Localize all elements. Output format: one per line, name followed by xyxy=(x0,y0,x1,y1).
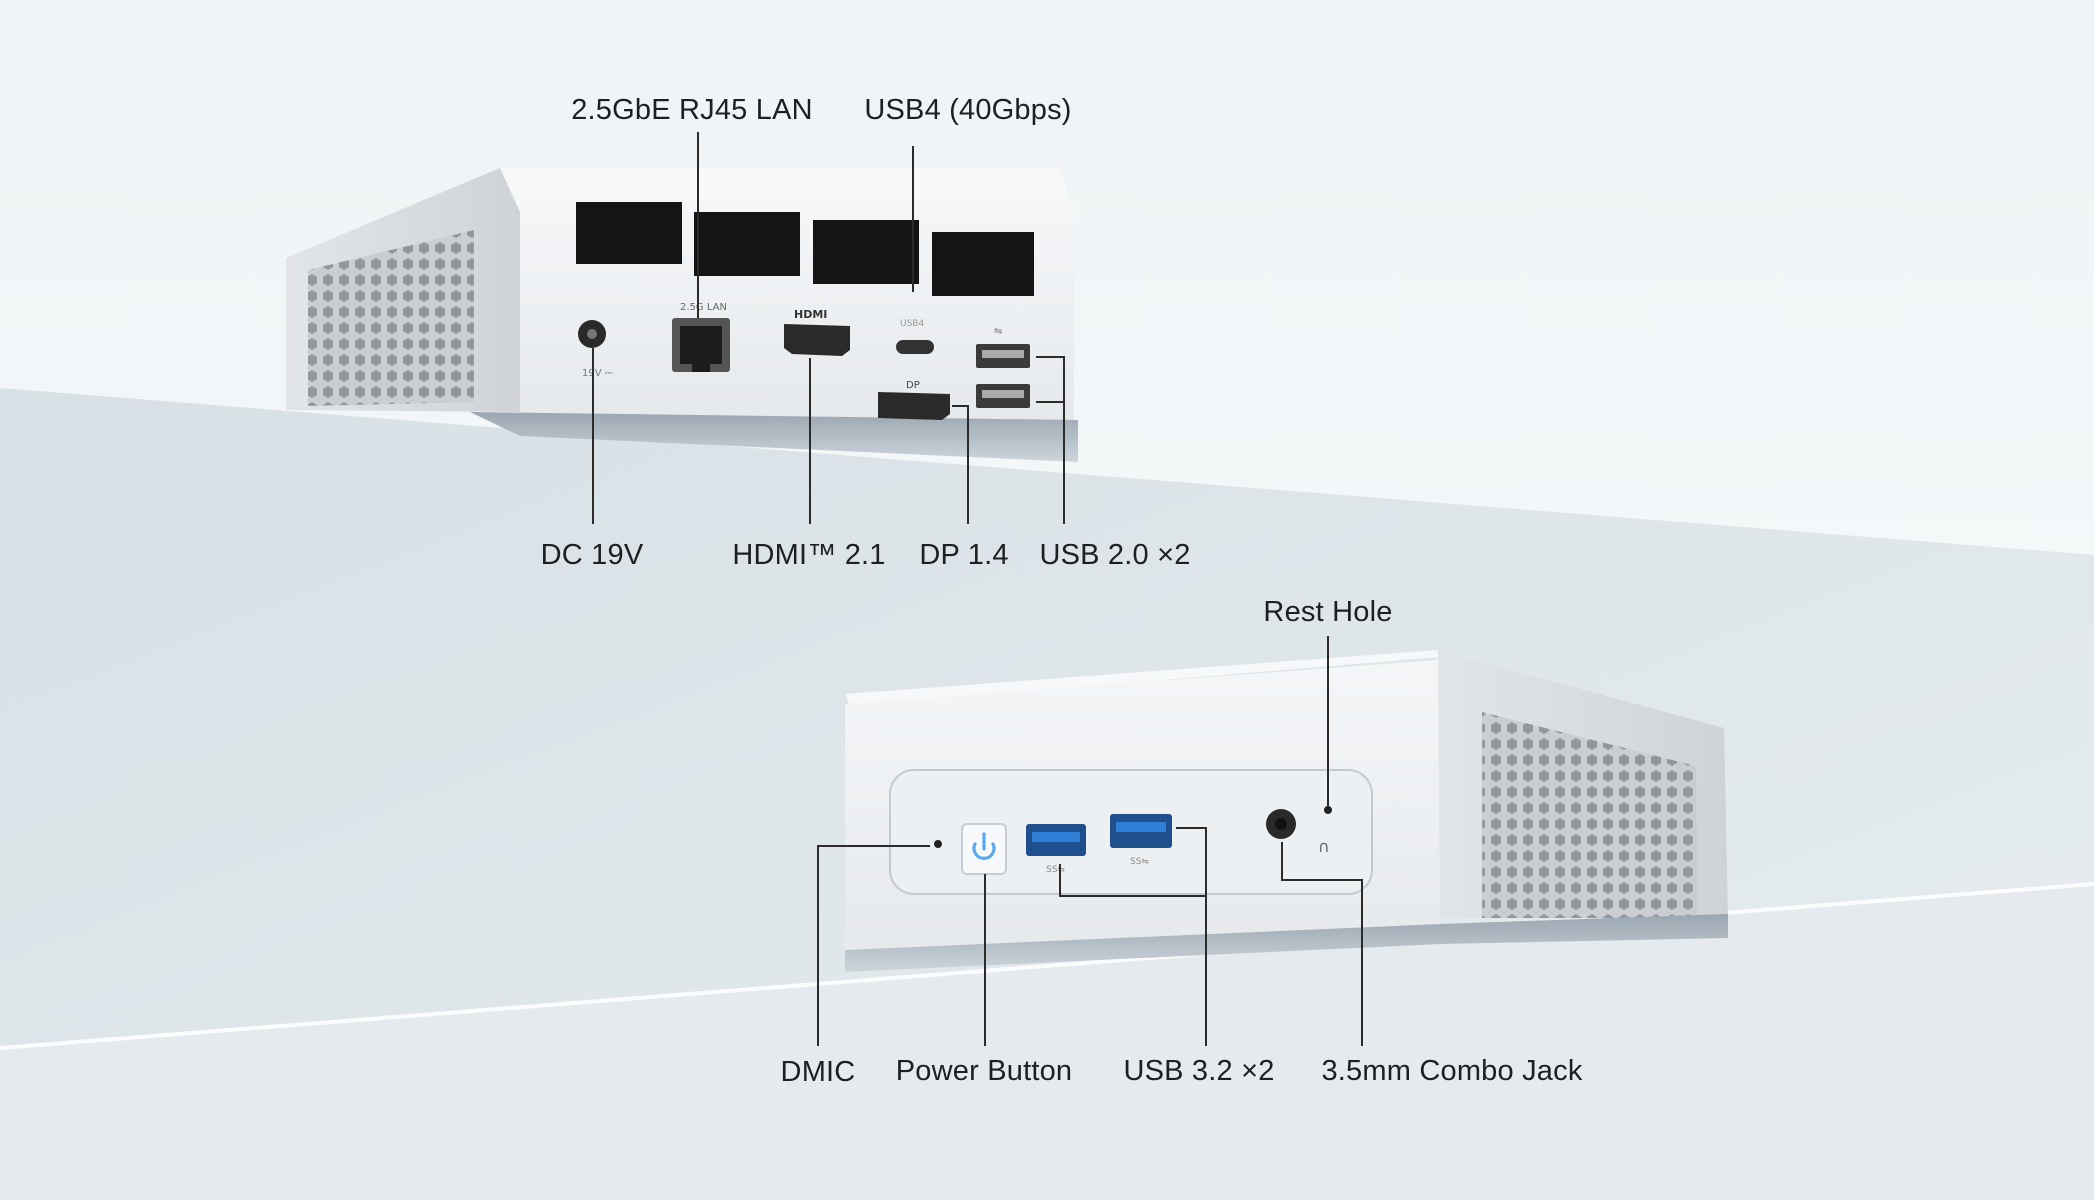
label-usb4: USB4 (40Gbps) xyxy=(864,94,1072,126)
port-marking-dc: 19V ⎓ xyxy=(582,368,613,379)
label-lan: 2.5GbE RJ45 LAN xyxy=(571,94,813,126)
top-callout-lines xyxy=(592,132,1065,524)
svg-text:SS⇋: SS⇋ xyxy=(1130,857,1149,867)
label-dp: DP 1.4 xyxy=(919,539,1009,571)
port-marking-hdmi: HDMI xyxy=(794,308,827,321)
mini-pc-front: SS⇋ SS⇋ ∩ xyxy=(845,650,1728,972)
label-dc: DC 19V xyxy=(540,539,644,571)
vent-4 xyxy=(932,232,1034,296)
label-dmic: DMIC xyxy=(780,1056,856,1088)
svg-text:SS⇋: SS⇋ xyxy=(1046,865,1065,875)
vent-3 xyxy=(813,220,919,284)
label-usb2: USB 2.0 ×2 xyxy=(1039,539,1191,571)
dmic-hole xyxy=(934,840,942,848)
vent-1 xyxy=(576,202,682,264)
usb4-port xyxy=(896,340,934,354)
reset-hole xyxy=(1324,806,1332,814)
displayport-port xyxy=(878,392,950,420)
label-usb32: USB 3.2 ×2 xyxy=(1123,1055,1275,1087)
headphone-icon: ∩ xyxy=(1318,837,1330,856)
port-marking-usb4: USB4 xyxy=(900,319,924,329)
background-plane-lower xyxy=(0,884,2094,1200)
power-icon xyxy=(972,832,996,860)
label-combo-jack: 3.5mm Combo Jack xyxy=(1321,1055,1583,1087)
svg-text:⇋: ⇋ xyxy=(994,326,1002,337)
bottom-callout-lines xyxy=(817,636,1363,1046)
port-marking-lan: 2.5G LAN xyxy=(680,302,727,313)
vent-2 xyxy=(694,212,800,276)
label-power-button: Power Button xyxy=(895,1055,1073,1087)
label-rest-hole: Rest Hole xyxy=(1263,596,1393,628)
mini-pc-rear: 19V ⎓ 2.5G LAN HDMI USB4 DP ⇋ xyxy=(286,168,1078,462)
hdmi-port xyxy=(784,324,850,356)
port-marking-dp: DP xyxy=(906,380,920,391)
label-hdmi: HDMI™ 2.1 xyxy=(732,539,886,571)
